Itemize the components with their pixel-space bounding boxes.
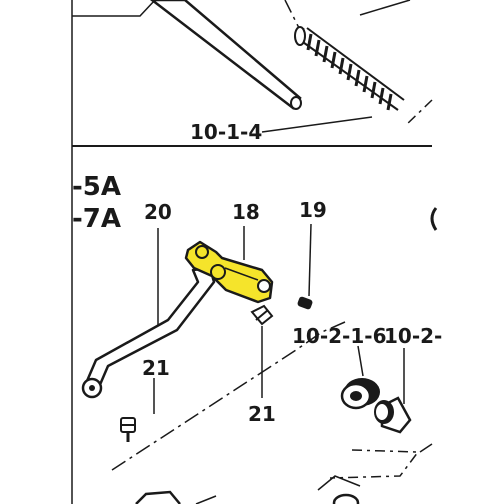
screw-21-left [120, 417, 136, 442]
part-label-20: 20 [144, 200, 172, 224]
part-label-21-center: 21 [248, 402, 276, 426]
bottom-nut [332, 493, 360, 504]
bottom-stub-line [195, 495, 217, 504]
setscrew-19 [297, 296, 313, 310]
bottom-plate-edge [317, 475, 361, 491]
part-label-10-2: 10-2- [384, 324, 443, 348]
roller-10-2-1-6 [340, 378, 380, 410]
label-5a: -5A [72, 172, 122, 202]
shaft-leader [72, 0, 156, 17]
screw-21-center [250, 304, 274, 326]
spring-10-1-4 [294, 26, 405, 111]
shaft [149, 0, 302, 110]
leader-10-1-4 [261, 116, 373, 133]
leader-10-2-1-6 [357, 345, 364, 377]
cut-glyph [430, 207, 438, 231]
label-7a: -7A [72, 204, 122, 234]
lower-centerline [111, 321, 346, 471]
bushing-10-2 [374, 396, 412, 434]
part-label-10-1-4: 10-1-4 [190, 120, 263, 144]
upper-right-centerline [404, 99, 433, 127]
upper-centerline [284, 0, 301, 31]
bottom-bracket-outline [329, 449, 420, 479]
bottom-left-part [135, 490, 181, 504]
leader-19 [308, 223, 312, 297]
upper-edge-line [359, 0, 411, 16]
part-label-19: 19 [299, 198, 327, 222]
bottom-right-edge [419, 443, 433, 453]
part-label-18: 18 [232, 200, 260, 224]
part-label-10-2-1-6: 10-2-1-6 [292, 324, 387, 348]
part-label-21-left: 21 [142, 356, 170, 380]
crank-18-highlighted [184, 240, 274, 304]
